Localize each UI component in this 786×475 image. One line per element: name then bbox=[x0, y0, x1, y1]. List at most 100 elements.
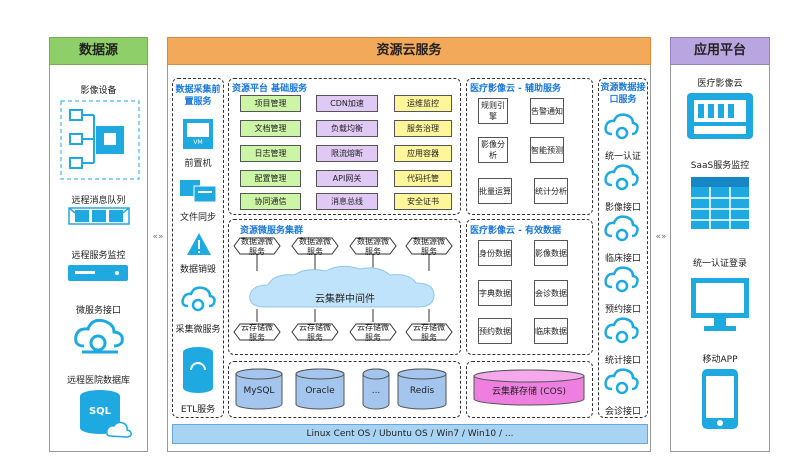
hex-top-3 bbox=[349, 237, 397, 255]
effective-item: 会诊数据 bbox=[534, 280, 568, 306]
right-item-mobile-app: 移动APP bbox=[702, 355, 738, 365]
hex-bottom-3 bbox=[349, 323, 397, 341]
cos-box bbox=[466, 361, 593, 418]
micro-top-item: 数据源微服务 bbox=[357, 236, 389, 256]
hex-top-1 bbox=[233, 237, 281, 255]
saas-table-icon bbox=[690, 176, 750, 230]
imaging-cloud-icon bbox=[686, 92, 754, 140]
vm-icon bbox=[182, 118, 214, 150]
interface-item: 会诊接口 bbox=[604, 407, 641, 417]
effective-data-title: 医疗影像云 - 有效数据 bbox=[470, 226, 562, 236]
hex-bottom-4 bbox=[405, 323, 453, 341]
file-sync-icon bbox=[178, 178, 218, 204]
basic-item: CDN加速 bbox=[316, 95, 378, 112]
effective-data-box bbox=[466, 219, 593, 355]
assist-item: 规则引擎 bbox=[478, 98, 508, 124]
basic-item: 应用容器 bbox=[394, 145, 452, 162]
etl-icon bbox=[181, 346, 215, 396]
basic-item: 配置管理 bbox=[240, 170, 301, 187]
right-item-imaging-cloud: 医疗影像云 bbox=[697, 79, 743, 89]
monitor-icon bbox=[690, 277, 750, 333]
collect-item-data-destroy: 数据销毁 bbox=[179, 265, 216, 275]
interface-item: 统一认证 bbox=[604, 152, 641, 162]
right-header: 应用平台 bbox=[670, 37, 770, 65]
micro-top-item: 数据源微服务 bbox=[413, 236, 445, 256]
effective-item: 字典数据 bbox=[478, 280, 512, 306]
hex-bottom-1 bbox=[233, 323, 281, 341]
collect-item-file-sync: 文件同步 bbox=[179, 213, 216, 223]
left-item-imaging-device: 影像设备 bbox=[80, 86, 117, 96]
database-box bbox=[228, 361, 461, 418]
micro-bottom-item: 云存储微服务 bbox=[357, 322, 389, 342]
assist-service-box bbox=[466, 78, 593, 215]
hex-bottom-2 bbox=[291, 323, 339, 341]
basic-item: 项目管理 bbox=[240, 95, 301, 112]
collect-item-micro: 采集微服务 bbox=[175, 325, 221, 335]
collect-service-box bbox=[172, 78, 224, 418]
middleware-label: 云集群中间件 bbox=[315, 294, 375, 305]
collect-item-etl: ETL服务 bbox=[180, 405, 216, 415]
micro-cluster-box bbox=[228, 219, 461, 355]
db-more: ... bbox=[371, 386, 381, 396]
basic-item: 负载均衡 bbox=[316, 120, 378, 137]
database-cylinders bbox=[235, 368, 447, 410]
collect-item-frontend: 前置机 bbox=[184, 159, 212, 169]
server-icon bbox=[67, 263, 129, 283]
middleware-cloud bbox=[249, 265, 435, 308]
message-queue-icon bbox=[67, 206, 131, 226]
assist-item: 统计分析 bbox=[534, 178, 568, 204]
basic-item: 消息总线 bbox=[316, 193, 378, 210]
micro-bottom-item: 云存储微服务 bbox=[241, 322, 273, 342]
basic-item: 协同通信 bbox=[240, 193, 301, 210]
sql-database-icon bbox=[76, 388, 134, 442]
collect-cloud-icon bbox=[180, 284, 216, 314]
cos-cylinder bbox=[473, 369, 585, 406]
assist-item: 智能预测 bbox=[530, 137, 564, 163]
warning-icon bbox=[186, 232, 212, 256]
basic-item: 限流熔断 bbox=[316, 145, 378, 162]
sql-badge: SQL bbox=[88, 406, 112, 417]
interface-item: 预约接口 bbox=[604, 305, 641, 315]
cloud-interface-icon bbox=[72, 316, 126, 356]
os-bar: Linux Cent OS / Ubuntu OS / Win7 / Win10… bbox=[172, 424, 648, 444]
basic-item: 安全证书 bbox=[394, 193, 452, 210]
interface-cloud-icons bbox=[604, 113, 639, 395]
left-connector-arrow: «» bbox=[152, 232, 164, 242]
effective-item: 影像数据 bbox=[534, 240, 568, 266]
left-item-micro-interface: 微服务接口 bbox=[75, 306, 121, 316]
mobile-phone-icon bbox=[701, 368, 739, 430]
right-item-saas-monitor: SaaS服务监控 bbox=[690, 161, 750, 171]
effective-item: 身份数据 bbox=[478, 240, 512, 266]
assist-service-title: 医疗影像云 - 辅助服务 bbox=[470, 84, 562, 94]
hex-top-4 bbox=[405, 237, 453, 255]
basic-item: API网关 bbox=[316, 170, 378, 187]
interface-item: 临床接口 bbox=[604, 254, 641, 264]
effective-item: 临床数据 bbox=[534, 318, 568, 344]
center-header: 资源云服务 bbox=[167, 37, 651, 65]
basic-item: 日志管理 bbox=[240, 145, 301, 162]
hex-top-2 bbox=[291, 237, 339, 255]
interface-service-box bbox=[598, 78, 648, 418]
basic-item: 服务治理 bbox=[394, 120, 452, 137]
imaging-device-icon bbox=[60, 100, 140, 180]
micro-cluster-graphics bbox=[233, 237, 453, 341]
assist-item: 告警通知 bbox=[530, 98, 564, 124]
db-oracle: Oracle bbox=[305, 386, 335, 396]
effective-item: 预约数据 bbox=[478, 318, 512, 344]
right-connector-arrow: «» bbox=[655, 232, 667, 242]
collect-service-title: 数据采集前置服务 bbox=[175, 85, 221, 107]
db-mysql: MySQL bbox=[243, 386, 275, 396]
micro-cluster-title: 资源微服务集群 bbox=[240, 226, 304, 236]
micro-bottom-item: 云存储微服务 bbox=[413, 322, 445, 342]
db-redis: Redis bbox=[409, 386, 435, 396]
vm-badge: VM bbox=[193, 139, 203, 146]
micro-bottom-item: 云存储微服务 bbox=[299, 322, 331, 342]
left-item-service-monitor: 远程服务监控 bbox=[71, 251, 126, 261]
basic-item: 文档管理 bbox=[240, 120, 301, 137]
assist-item: 批量运算 bbox=[478, 178, 512, 204]
micro-top-item: 数据源微服务 bbox=[241, 236, 273, 256]
basic-service-box bbox=[228, 78, 461, 215]
interface-service-title: 资源数据接口服务 bbox=[600, 83, 646, 105]
basic-service-title: 资源平台 基础服务 bbox=[232, 84, 308, 94]
basic-item: 代码托管 bbox=[394, 170, 452, 187]
